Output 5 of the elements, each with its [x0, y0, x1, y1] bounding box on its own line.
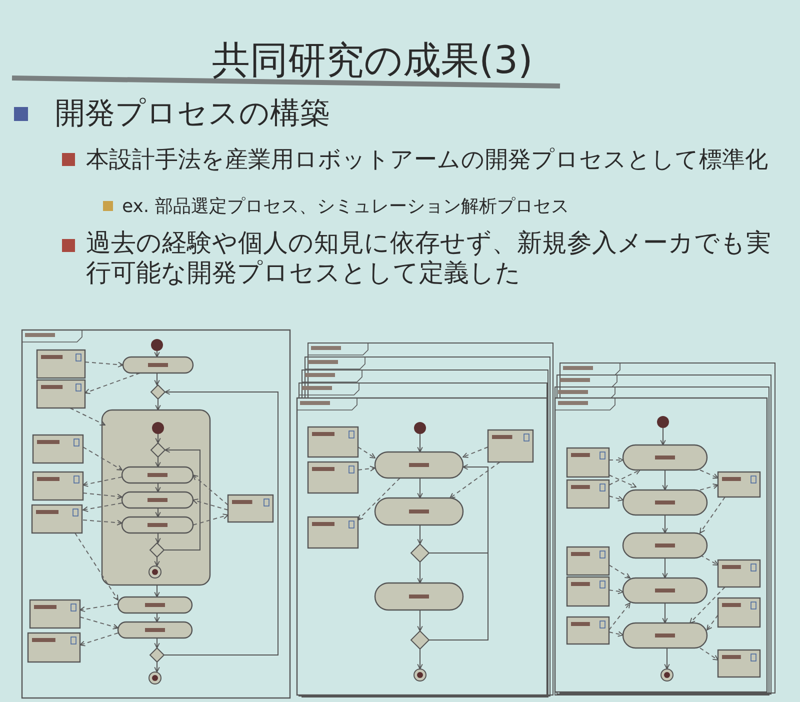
bullet-text: 本設計手法を産業用ロボットアームの開発プロセスとして標準化 [86, 147, 769, 175]
slide-title: 共同研究の成果(3) [212, 38, 533, 84]
bullet-text: 過去の経験や個人の知見に依存せず、新規参入メーカでも実行可能な開発プロセスとして定義した [86, 228, 772, 288]
bullet-text: 開発プロセスの構築 [55, 96, 331, 132]
bullet-text: ex. 部品選定プロセス、シミュレーション解析プロセス [122, 196, 570, 218]
